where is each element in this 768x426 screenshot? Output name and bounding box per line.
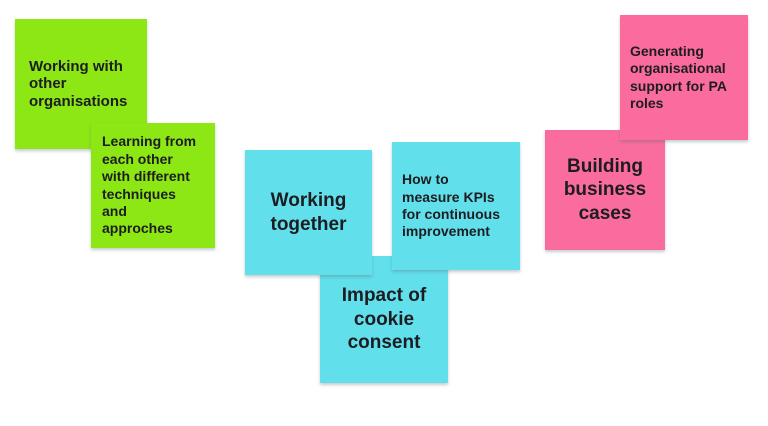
sticky-note-generating-organisational-support[interactable]: Generating organisational support for PA…: [620, 15, 748, 140]
sticky-note-impact-of-cookie-consent[interactable]: Impact of cookie consent: [320, 256, 448, 383]
sticky-note-how-to-measure-kpis[interactable]: How to measure KPIs for continuous impro…: [392, 142, 520, 270]
sticky-note-text: Impact of cookie consent: [341, 285, 427, 354]
sticky-note-learning-from-each-other[interactable]: Learning from each other with different …: [91, 123, 215, 248]
sticky-note-working-with-other-organisations[interactable]: Working with other organisations: [15, 19, 147, 149]
sticky-note-text: Working together: [270, 190, 347, 235]
sticky-note-working-together[interactable]: Working together: [245, 150, 372, 275]
sticky-note-text: How to measure KPIs for continuous impro…: [402, 171, 500, 240]
sticky-note-text: Working with other organisations: [29, 57, 128, 110]
sticky-note-text: Generating organisational support for PA…: [630, 42, 727, 111]
sticky-note-building-business-cases[interactable]: Building business cases: [545, 130, 665, 250]
sticky-note-text: Learning from each other with different …: [102, 133, 197, 237]
sticky-note-text: Building business cases: [563, 155, 647, 224]
